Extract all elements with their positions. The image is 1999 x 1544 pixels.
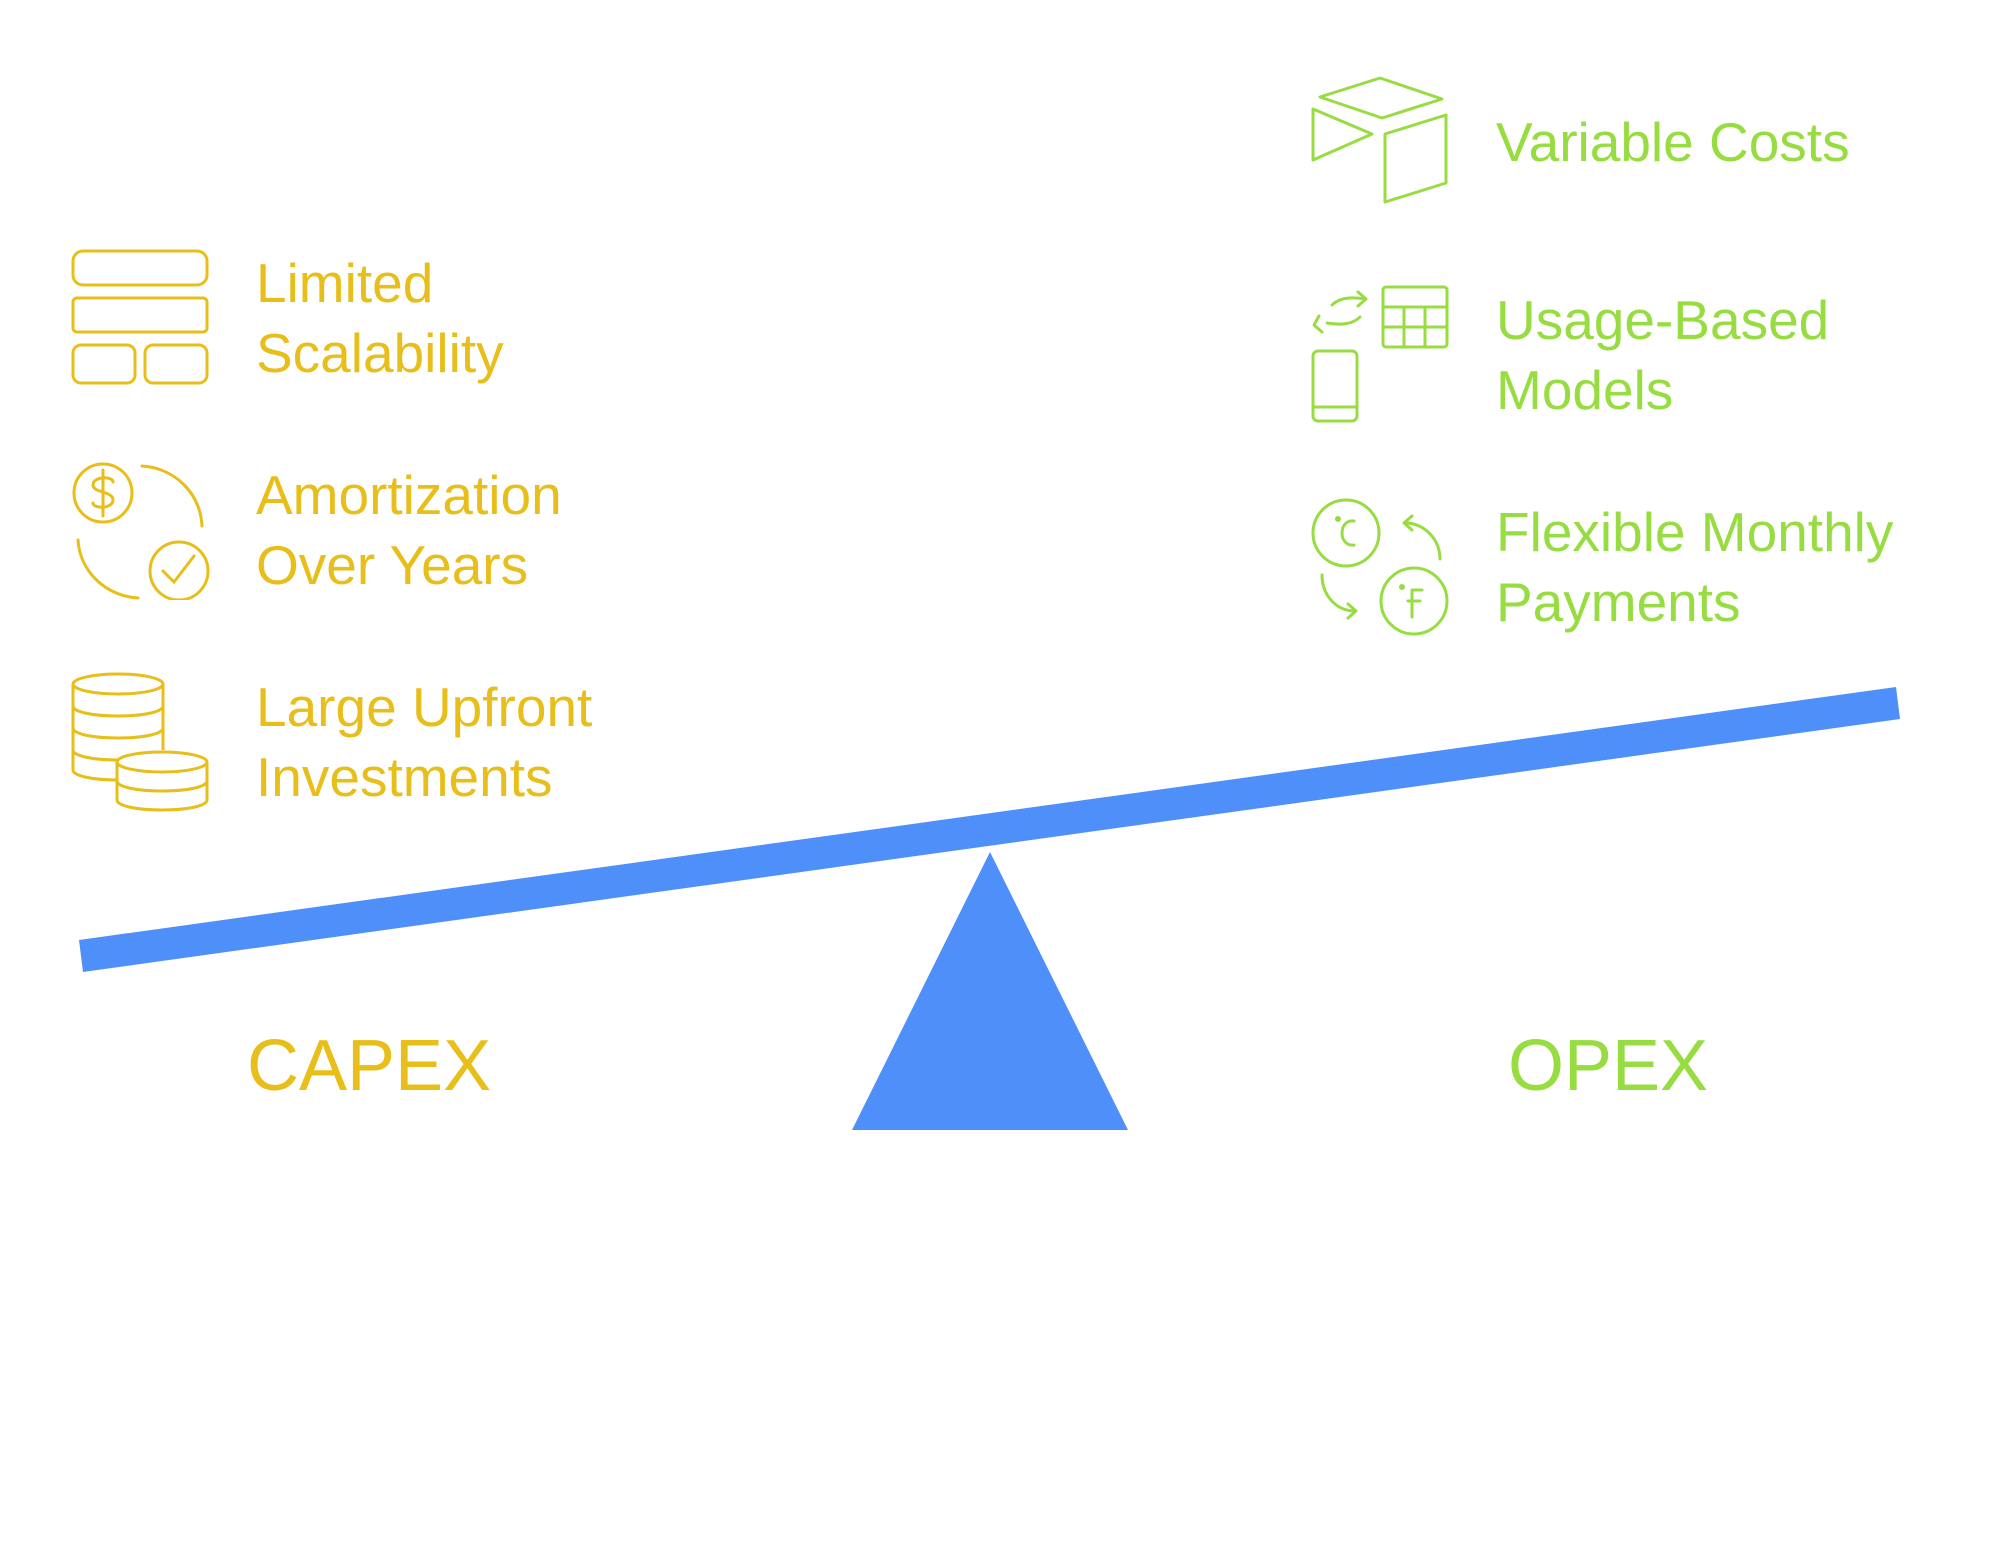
label-line: Flexible Monthly [1496,501,1894,563]
dollar-cycle-check-icon [72,462,210,600]
opex-item-label: Usage-Based Models [1496,285,1829,425]
opex-item-label: Variable Costs [1496,107,1850,177]
label-line: Models [1496,359,1674,421]
capex-item-label: Limited Scalability [256,248,504,388]
coin-stacks-icon [71,672,209,812]
label-line: Variable Costs [1496,111,1850,173]
opex-item-variable-costs: Variable Costs [1310,72,1850,212]
label-line: Payments [1496,571,1741,633]
opex-item-label: Flexible Monthly Payments [1496,497,1893,637]
usage-exchange-icon [1311,285,1449,423]
label-line: Over Years [256,534,529,596]
label-line: Investments [256,746,553,808]
layout-blocks-icon [71,249,209,385]
currency-exchange-icon [1311,498,1449,636]
capex-item-label: Amortization Over Years [256,460,562,600]
open-box-icon [1311,76,1448,204]
capex-item-limited-scalability: Limited Scalability [70,248,504,388]
opex-item-flexible-payments: Flexible Monthly Payments [1310,497,1893,637]
capex-item-upfront-investments: Large Upfront Investments [70,672,592,812]
label-line: Scalability [256,322,504,384]
capex-item-amortization: Amortization Over Years [70,460,562,600]
label-line: Usage-Based [1496,289,1830,351]
opex-title: OPEX [1508,1026,1709,1106]
label-line: Amortization [256,464,562,526]
capex-item-label: Large Upfront Investments [256,672,592,812]
label-line: Limited [256,252,434,314]
label-line: Large Upfront [256,676,593,738]
seesaw-beam [79,687,1900,972]
capex-title: CAPEX [247,1026,492,1106]
seesaw-fulcrum [852,852,1128,1130]
opex-item-usage-based: Usage-Based Models [1310,285,1829,425]
